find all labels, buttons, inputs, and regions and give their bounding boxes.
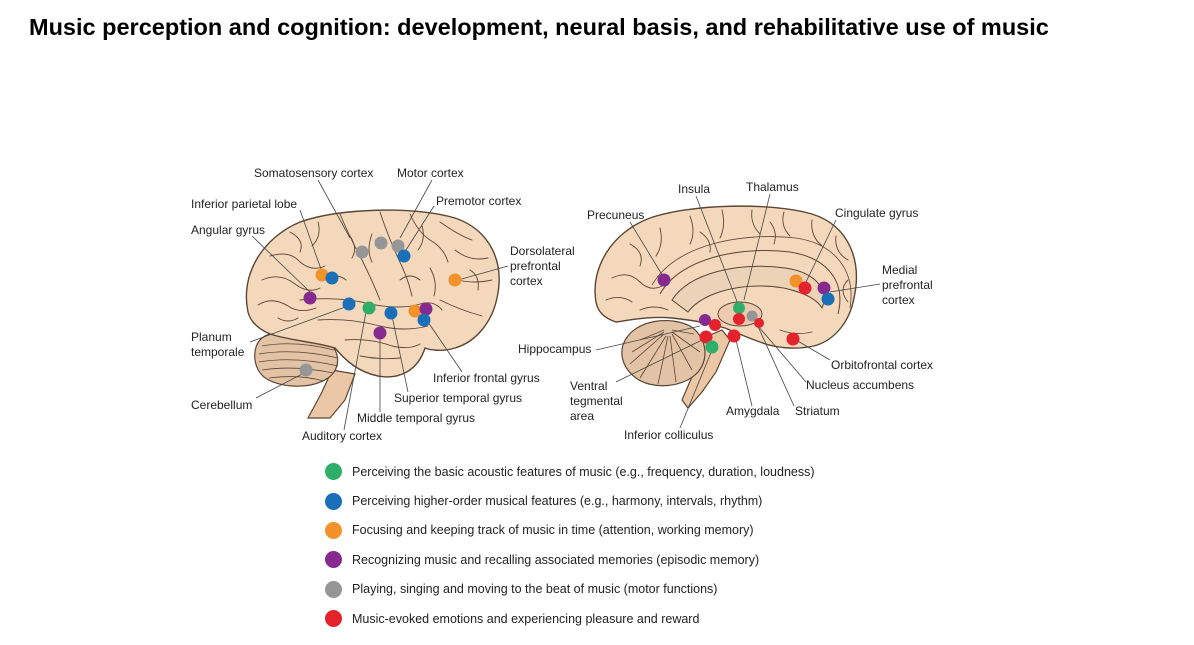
marker-orange	[315, 268, 329, 282]
marker-blue	[325, 271, 339, 285]
marker-green	[362, 301, 376, 315]
marker-purple	[657, 273, 671, 287]
legend-dot-icon	[325, 551, 342, 569]
label-middle-temporal-gyrus: Middle temporal gyrus	[357, 411, 475, 425]
legend-item: Recognizing music and recalling associat…	[325, 545, 815, 574]
legend-dot-icon	[325, 492, 342, 510]
marker-purple	[419, 302, 433, 316]
legend-dot-icon	[325, 580, 342, 598]
lateral-region-markers	[299, 236, 462, 377]
legend-dot-icon	[325, 521, 342, 539]
label-planum-line1: Planum	[191, 330, 232, 344]
legend-label: Music-evoked emotions and experiencing p…	[352, 611, 700, 626]
marker-gray	[355, 245, 369, 259]
label-striatum: Striatum	[795, 404, 840, 418]
marker-purple	[373, 326, 387, 340]
label-premotor-cortex: Premotor cortex	[436, 194, 521, 208]
label-cingulate-gyrus: Cingulate gyrus	[835, 206, 918, 220]
brain-lateral-view-icon	[245, 209, 500, 419]
marker-orange	[448, 273, 462, 287]
marker-blue	[417, 313, 431, 327]
label-mpfc-line1: Medial	[882, 263, 917, 277]
marker-orange	[789, 274, 803, 288]
label-cerebellum: Cerebellum	[191, 398, 252, 412]
marker-blue	[342, 297, 356, 311]
marker-red	[754, 318, 764, 328]
label-inferior-parietal-lobe: Inferior parietal lobe	[191, 197, 297, 211]
legend: Perceiving the basic acoustic features o…	[325, 457, 815, 633]
marker-red	[786, 332, 800, 346]
label-amygdala: Amygdala	[726, 404, 780, 418]
legend-label: Perceiving the basic acoustic features o…	[352, 464, 815, 479]
label-angular-gyrus: Angular gyrus	[191, 223, 265, 237]
marker-red	[798, 281, 812, 295]
medial-region-markers	[657, 273, 835, 354]
marker-purple	[699, 314, 711, 326]
label-dlpfc-line3: cortex	[510, 274, 543, 288]
marker-gray	[391, 239, 405, 253]
label-auditory-cortex: Auditory cortex	[302, 429, 382, 443]
label-mpfc-line2: prefrontal	[882, 278, 933, 292]
legend-item: Perceiving the basic acoustic features o…	[325, 457, 815, 486]
label-vta-line2: tegmental	[570, 394, 623, 408]
legend-label: Recognizing music and recalling associat…	[352, 552, 760, 567]
legend-label: Playing, singing and moving to the beat …	[352, 582, 718, 597]
marker-purple	[303, 291, 317, 305]
marker-purple	[817, 281, 831, 295]
marker-blue	[821, 292, 835, 306]
label-inferior-frontal-gyrus: Inferior frontal gyrus	[433, 371, 540, 385]
label-precuneus: Precuneus	[587, 208, 644, 222]
legend-item: Focusing and keeping track of music in t…	[325, 516, 815, 545]
legend-label: Perceiving higher-order musical features…	[352, 494, 763, 509]
marker-blue	[397, 249, 411, 263]
legend-dot-icon	[325, 463, 342, 481]
marker-green	[705, 340, 719, 354]
label-inferior-colliculus: Inferior colliculus	[624, 428, 713, 442]
marker-red	[733, 313, 745, 325]
marker-gray	[299, 363, 313, 377]
lateral-labels: Somatosensory cortex Motor cortex Premot…	[191, 166, 575, 443]
label-mpfc-line3: cortex	[882, 293, 915, 307]
label-vta-line1: Ventral	[570, 379, 607, 393]
label-insula: Insula	[678, 182, 710, 196]
legend-item: Playing, singing and moving to the beat …	[325, 575, 815, 604]
label-dlpfc-line1: Dorsolateral	[510, 244, 575, 258]
legend-item: Perceiving higher-order musical features…	[325, 486, 815, 515]
marker-red	[699, 330, 713, 344]
label-dlpfc-line2: prefrontal	[510, 259, 561, 273]
label-nucleus-accumbens: Nucleus accumbens	[806, 378, 914, 392]
legend-label: Focusing and keeping track of music in t…	[352, 523, 754, 538]
page-title: Music perception and cognition: developm…	[29, 14, 1049, 40]
label-thalamus: Thalamus	[746, 180, 799, 194]
medial-labels: Insula Thalamus Precuneus Cingulate gyru…	[518, 180, 933, 442]
marker-orange	[408, 304, 422, 318]
marker-green	[733, 302, 745, 314]
marker-gray	[746, 310, 758, 322]
label-orbitofrontal-cortex: Orbitofrontal cortex	[831, 358, 933, 372]
label-superior-temporal-gyrus: Superior temporal gyrus	[394, 391, 522, 405]
label-hippocampus: Hippocampus	[518, 342, 591, 356]
legend-item: Music-evoked emotions and experiencing p…	[325, 604, 815, 633]
label-motor-cortex: Motor cortex	[397, 166, 464, 180]
label-vta-line3: area	[570, 409, 594, 423]
label-planum-line2: temporale	[191, 345, 245, 359]
marker-blue	[384, 306, 398, 320]
label-somatosensory-cortex: Somatosensory cortex	[254, 166, 373, 180]
legend-dot-icon	[325, 610, 342, 628]
marker-gray	[374, 236, 388, 250]
marker-red	[727, 329, 741, 343]
marker-red	[709, 319, 721, 331]
